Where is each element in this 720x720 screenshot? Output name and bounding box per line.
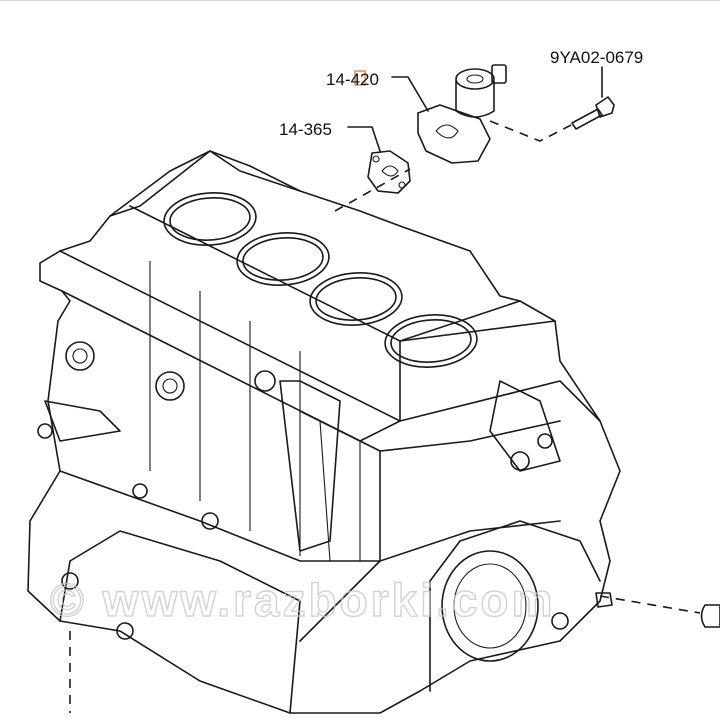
assembly-line [489,120,576,142]
leader-line [347,126,381,152]
solenoid-valve-part [417,64,507,164]
cylinder-block [27,150,621,714]
callout-14-420[interactable]: 14-420 [326,70,379,89]
callout-14-365[interactable]: 14-365 [279,120,332,139]
cylinder-bores [163,192,478,368]
assembly-line [599,595,701,614]
gasket-part [367,150,411,194]
highlight-box [354,70,366,86]
watermark: © www.razborki.com [50,574,555,626]
leader-line [391,76,429,112]
callout-9ya02-0679[interactable]: 9YA02-0679 [550,48,643,67]
boss-holes [37,341,569,662]
plug-part [595,592,720,628]
bolt-part [571,96,615,130]
assembly-line [334,168,411,212]
